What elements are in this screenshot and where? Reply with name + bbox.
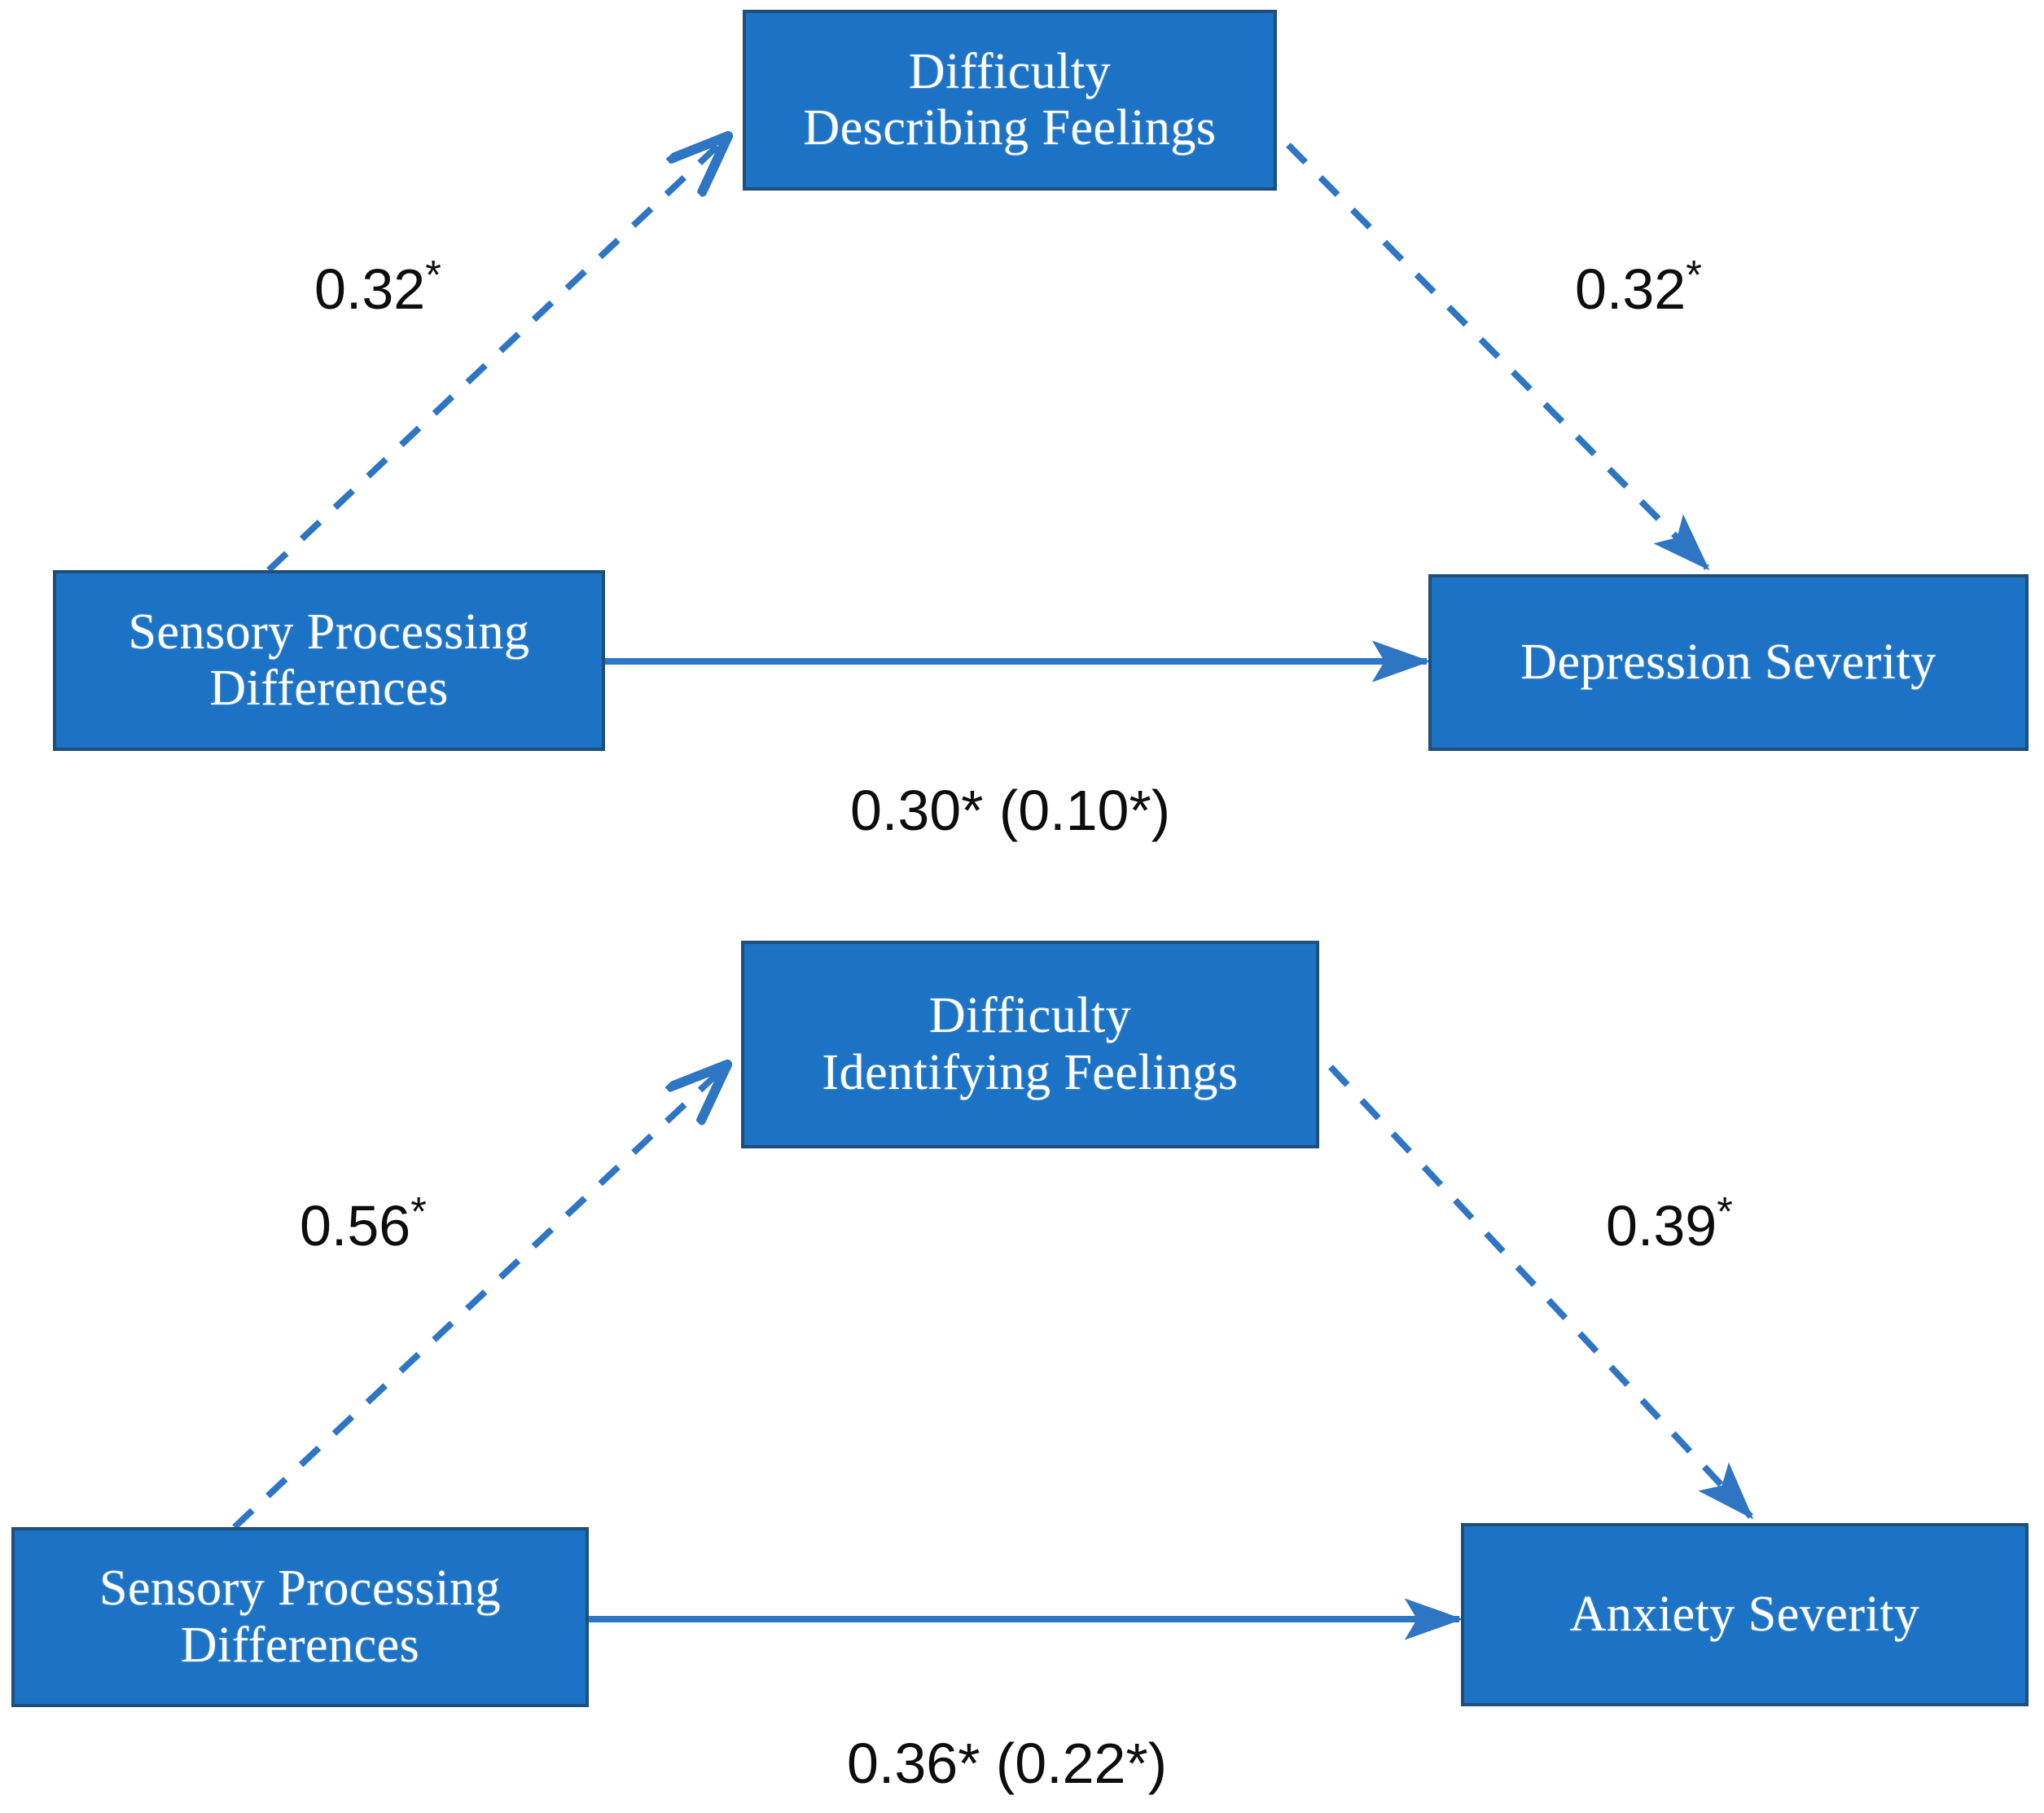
significance-asterisk: * bbox=[1717, 1187, 1733, 1235]
coefficient-top-b: 0.32* bbox=[1575, 254, 1702, 318]
node-label: Anxiety Severity bbox=[1569, 1586, 1920, 1642]
node-outcome-depression-severity[interactable]: Depression Severity bbox=[1428, 574, 2029, 751]
coefficient-bottom-a: 0.56* bbox=[300, 1191, 427, 1254]
coefficient-value: 0.32 bbox=[314, 257, 426, 321]
node-label: Sensory Processing Differences bbox=[99, 1561, 501, 1673]
node-outcome-anxiety-severity[interactable]: Anxiety Severity bbox=[1461, 1523, 2029, 1706]
coefficient-value: 0.36* (0.22*) bbox=[847, 1732, 1168, 1795]
edge-bottom-a-path bbox=[232, 1065, 726, 1530]
coefficient-bottom-b: 0.39* bbox=[1606, 1191, 1733, 1254]
coefficient-value: 0.56 bbox=[300, 1194, 411, 1258]
coefficient-value: 0.30* (0.10*) bbox=[850, 779, 1171, 842]
significance-asterisk: * bbox=[1686, 251, 1702, 298]
significance-asterisk: * bbox=[410, 1187, 427, 1235]
coefficient-bottom-c: 0.36* (0.22*) bbox=[847, 1735, 1167, 1792]
node-mediator-difficulty-describing-feelings[interactable]: Difficulty Describing Feelings bbox=[743, 10, 1277, 191]
node-predictor-sensory-processing-differences-top[interactable]: Sensory Processing Differences bbox=[53, 570, 605, 751]
node-label: Depression Severity bbox=[1520, 634, 1937, 690]
significance-asterisk: * bbox=[425, 251, 441, 298]
node-predictor-sensory-processing-differences-bottom[interactable]: Sensory Processing Differences bbox=[11, 1527, 589, 1707]
node-label: Difficulty Identifying Feelings bbox=[822, 988, 1239, 1100]
coefficient-top-a: 0.32* bbox=[314, 254, 441, 318]
coefficient-top-c: 0.30* (0.10*) bbox=[850, 782, 1170, 839]
node-label: Difficulty Describing Feelings bbox=[803, 43, 1217, 156]
node-mediator-difficulty-identifying-feelings[interactable]: Difficulty Identifying Feelings bbox=[741, 941, 1319, 1148]
edge-bottom-b-path bbox=[1328, 1065, 1754, 1520]
coefficient-value: 0.39 bbox=[1606, 1194, 1717, 1258]
coefficient-value: 0.32 bbox=[1575, 257, 1687, 321]
edge-top-b-path bbox=[1286, 143, 1710, 571]
node-label: Sensory Processing Differences bbox=[128, 604, 530, 716]
edge-top-a-path bbox=[266, 137, 727, 573]
